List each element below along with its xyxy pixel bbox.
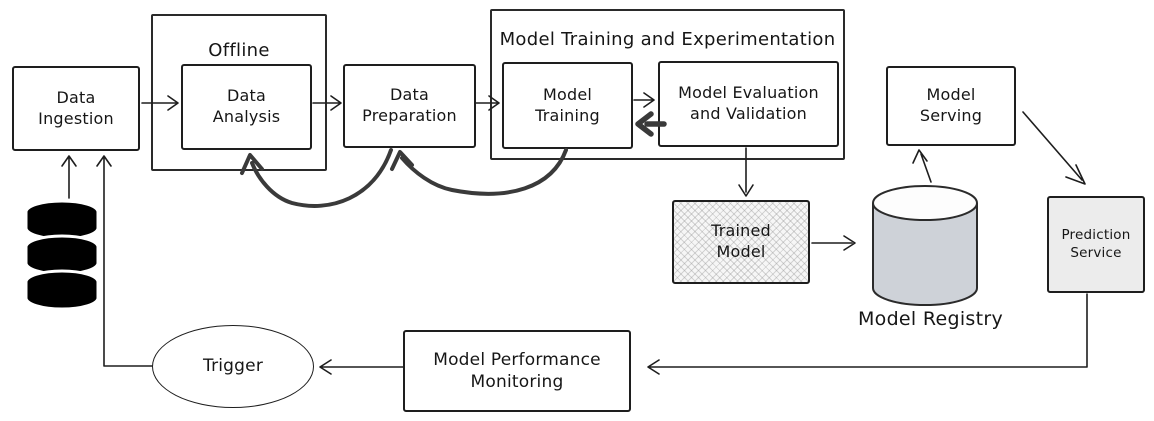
node-data-analysis: Data Analysis	[181, 64, 312, 150]
node-data-ingestion: Data Ingestion	[12, 66, 140, 151]
node-trained-model: Trained Model	[672, 200, 810, 284]
node-data-analysis-label: Data Analysis	[212, 86, 281, 126]
node-model-evaluation-validation-label: Model Evaluation and Validation	[678, 83, 819, 123]
group-model-training-experimentation: Model Training and Experimentation	[490, 9, 845, 160]
database-cylinder-icon	[872, 185, 978, 306]
arrow-trigger-to-ingestion	[96, 155, 153, 367]
node-model-training: Model Training	[502, 62, 633, 149]
node-model-serving: Model Serving	[886, 66, 1016, 146]
arrow-prediction-to-monitoring	[647, 293, 1088, 375]
group-offline: Offline	[151, 14, 327, 171]
node-prediction-service: Prediction Service	[1047, 196, 1145, 293]
node-prediction-service-label: Prediction Service	[1061, 226, 1131, 261]
group-offline-label: Offline	[208, 40, 270, 61]
node-data-preparation-label: Data Preparation	[362, 85, 457, 125]
node-model-evaluation-validation: Model Evaluation and Validation	[658, 61, 839, 147]
node-trigger: Trigger	[152, 325, 314, 408]
arrow-serving-to-prediction	[1022, 111, 1086, 185]
arrow-registry-to-serving	[912, 149, 932, 183]
node-trigger-label: Trigger	[202, 356, 264, 377]
node-model-performance-monitoring: Model Performance Monitoring	[403, 330, 631, 412]
node-data-ingestion-label: Data Ingestion	[38, 87, 114, 128]
node-data-preparation: Data Preparation	[343, 64, 476, 148]
node-model-training-label: Model Training	[535, 84, 600, 125]
node-model-performance-monitoring-label: Model Performance Monitoring	[433, 349, 601, 392]
database-icon	[24, 199, 100, 311]
arrow-database-to-ingestion	[61, 155, 77, 199]
group-model-training-experimentation-label: Model Training and Experimentation	[499, 29, 836, 50]
node-model-serving-label: Model Serving	[919, 85, 983, 125]
arrow-trained-model-to-registry	[811, 235, 856, 251]
node-model-registry-label: Model Registry	[857, 308, 1004, 330]
arrow-monitoring-to-trigger	[319, 359, 404, 375]
node-trained-model-label: Trained Model	[711, 221, 771, 261]
